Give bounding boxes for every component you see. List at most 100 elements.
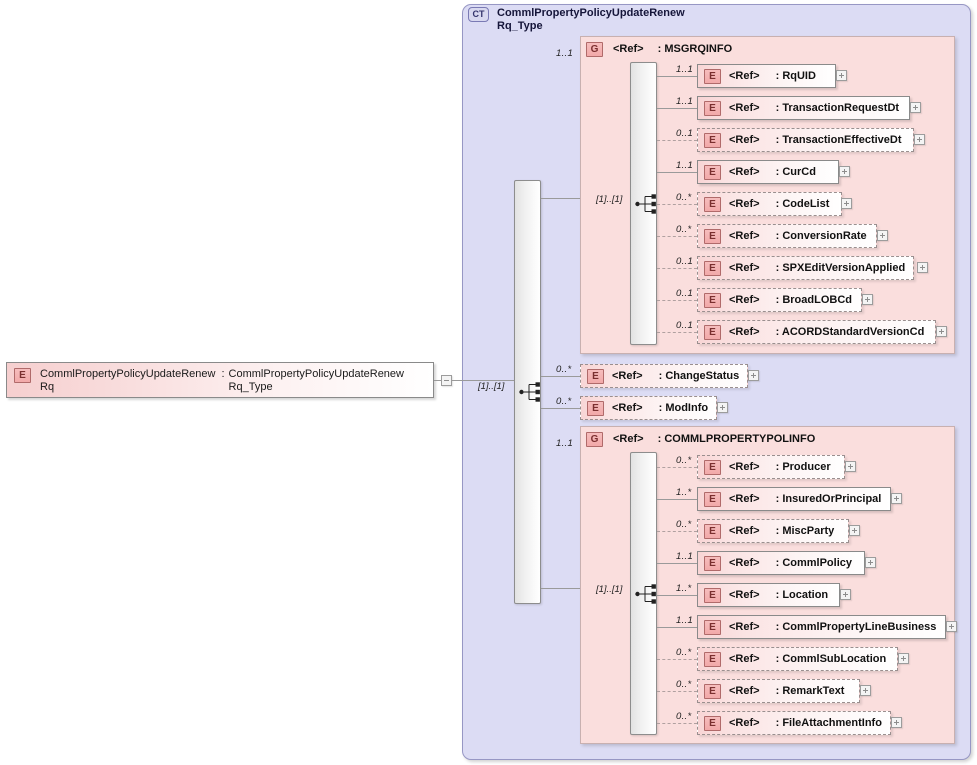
element-ref-label: <Ref>: [729, 716, 760, 729]
element-row-transactioneffectivedt[interactable]: E <Ref> : TransactionEffectiveDt: [697, 128, 914, 152]
element-row-commlpropertylinebusiness[interactable]: E <Ref> : CommlPropertyLineBusiness: [697, 615, 946, 639]
element-ref-label: <Ref>: [729, 652, 760, 665]
expand-plus-box[interactable]: [898, 653, 909, 664]
sequence-compositor-icon-commlpropertypolinfo: [635, 584, 656, 604]
expand-plus-box[interactable]: [845, 461, 856, 472]
element-name-rquid: : RqUID: [775, 69, 816, 82]
collapse-minus-box[interactable]: [441, 375, 452, 386]
expand-plus-box[interactable]: [840, 589, 851, 600]
root-sequence-cardinality: [1]..[1]: [478, 381, 505, 392]
element-ref-label: <Ref>: [729, 229, 760, 242]
cardinality-insuredorprincipal: 1..*: [676, 487, 692, 498]
member-line: [657, 627, 697, 628]
root-connector-line: [434, 380, 441, 381]
expand-plus-box[interactable]: [717, 402, 728, 413]
element-ref-label: <Ref>: [729, 684, 760, 697]
member-line: [657, 204, 697, 205]
expand-plus-box[interactable]: [748, 370, 759, 381]
element-ref-label: <Ref>: [612, 369, 643, 382]
cardinality-modinfo: 0..*: [556, 396, 572, 407]
element-row-codelist[interactable]: E <Ref> : CodeList: [697, 192, 842, 216]
element-row-curcd[interactable]: E <Ref> : CurCd: [697, 160, 839, 184]
element-ref-label: <Ref>: [612, 401, 643, 414]
member-line: [657, 268, 697, 269]
branch-line-commlpropertypolinfo: [541, 588, 580, 589]
group-ref-label: <Ref>: [613, 43, 644, 55]
sequence-cardinality-msgrqinfo: [1]..[1]: [596, 194, 623, 205]
element-name-fileattachmentinfo: : FileAttachmentInfo: [775, 716, 882, 729]
expand-plus-box[interactable]: [860, 685, 871, 696]
element-name-broadlobcd: : BroadLOBCd: [775, 293, 852, 306]
element-name-curcd: : CurCd: [775, 165, 816, 178]
element-row-fileattachmentinfo[interactable]: E <Ref> : FileAttachmentInfo: [697, 711, 891, 735]
expand-plus-box[interactable]: [936, 326, 947, 337]
element-badge: E: [704, 555, 721, 571]
expand-plus-box[interactable]: [877, 230, 888, 241]
element-row-rquid[interactable]: E <Ref> : RqUID: [697, 64, 836, 88]
cardinality-commlpropertylinebusiness: 1..1: [676, 615, 694, 626]
cardinality-commlsublocation: 0..*: [676, 647, 692, 658]
expand-plus-box[interactable]: [841, 198, 852, 209]
element-badge: E: [704, 132, 721, 148]
element-row-insuredorprincipal[interactable]: E <Ref> : InsuredOrPrincipal: [697, 487, 891, 511]
group-badge: G: [586, 432, 603, 447]
element-name-codelist: : CodeList: [775, 197, 830, 210]
element-badge: E: [704, 228, 721, 244]
element-badge: E: [704, 459, 721, 475]
expand-plus-box[interactable]: [946, 621, 957, 632]
group-header-msgrqinfo: G <Ref> : MSGRQINFO: [586, 42, 732, 57]
element-row-modinfo[interactable]: E <Ref> : ModInfo: [580, 396, 717, 420]
element-row-acordstandardversioncd[interactable]: E <Ref> : ACORDStandardVersionCd: [697, 320, 936, 344]
element-row-commlsublocation[interactable]: E <Ref> : CommlSubLocation: [697, 647, 898, 671]
element-badge: E: [704, 292, 721, 308]
element-ref-label: <Ref>: [729, 524, 760, 537]
cardinality-location: 1..*: [676, 583, 692, 594]
element-ref-label: <Ref>: [729, 165, 760, 178]
element-badge: E: [704, 491, 721, 507]
expand-plus-box[interactable]: [862, 294, 873, 305]
element-row-changestatus[interactable]: E <Ref> : ChangeStatus: [580, 364, 748, 388]
member-line: [657, 595, 697, 596]
expand-plus-box[interactable]: [836, 70, 847, 81]
sequence-compositor-icon-msgrqinfo: [635, 194, 656, 214]
cardinality-spxeditversionapplied: 0..1: [676, 256, 694, 267]
element-name-commlsublocation: : CommlSubLocation: [775, 652, 887, 665]
expand-plus-box[interactable]: [891, 717, 902, 728]
element-row-producer[interactable]: E <Ref> : Producer: [697, 455, 845, 479]
complex-type-title-line1: CommlPropertyPolicyUpdateRenew: [497, 7, 685, 19]
element-ref-label: <Ref>: [729, 69, 760, 82]
cardinality-rquid: 1..1: [676, 64, 694, 75]
element-row-broadlobcd[interactable]: E <Ref> : BroadLOBCd: [697, 288, 862, 312]
member-line: [657, 140, 697, 141]
member-line: [657, 563, 697, 564]
element-badge: E: [704, 164, 721, 180]
element-row-remarktext[interactable]: E <Ref> : RemarkText: [697, 679, 860, 703]
expand-plus-box[interactable]: [849, 525, 860, 536]
element-name-spxeditversionapplied: : SPXEditVersionApplied: [775, 261, 906, 274]
cardinality-acordstandardversioncd: 0..1: [676, 320, 694, 331]
element-row-transactionrequestdt[interactable]: E <Ref> : TransactionRequestDt: [697, 96, 910, 120]
member-line: [657, 172, 697, 173]
expand-plus-box[interactable]: [917, 262, 928, 273]
group-badge: G: [586, 42, 603, 57]
element-badge: E: [704, 619, 721, 635]
element-badge: E: [704, 68, 721, 84]
element-name-insuredorprincipal: : InsuredOrPrincipal: [775, 492, 882, 505]
element-row-spxeditversionapplied[interactable]: E <Ref> : SPXEditVersionApplied: [697, 256, 914, 280]
element-row-miscparty[interactable]: E <Ref> : MiscParty: [697, 519, 849, 543]
element-row-conversionrate[interactable]: E <Ref> : ConversionRate: [697, 224, 877, 248]
element-ref-label: <Ref>: [729, 620, 760, 633]
cardinality-commlpropertypolinfo: 1..1: [556, 438, 574, 449]
element-name-modinfo: : ModInfo: [658, 401, 709, 414]
expand-plus-box[interactable]: [914, 134, 925, 145]
expand-plus-box[interactable]: [865, 557, 876, 568]
element-row-location[interactable]: E <Ref> : Location: [697, 583, 840, 607]
element-badge: E: [587, 368, 604, 384]
expand-plus-box[interactable]: [891, 493, 902, 504]
expand-plus-box[interactable]: [839, 166, 850, 177]
expand-plus-box[interactable]: [910, 102, 921, 113]
element-row-commlpolicy[interactable]: E <Ref> : CommlPolicy: [697, 551, 865, 575]
